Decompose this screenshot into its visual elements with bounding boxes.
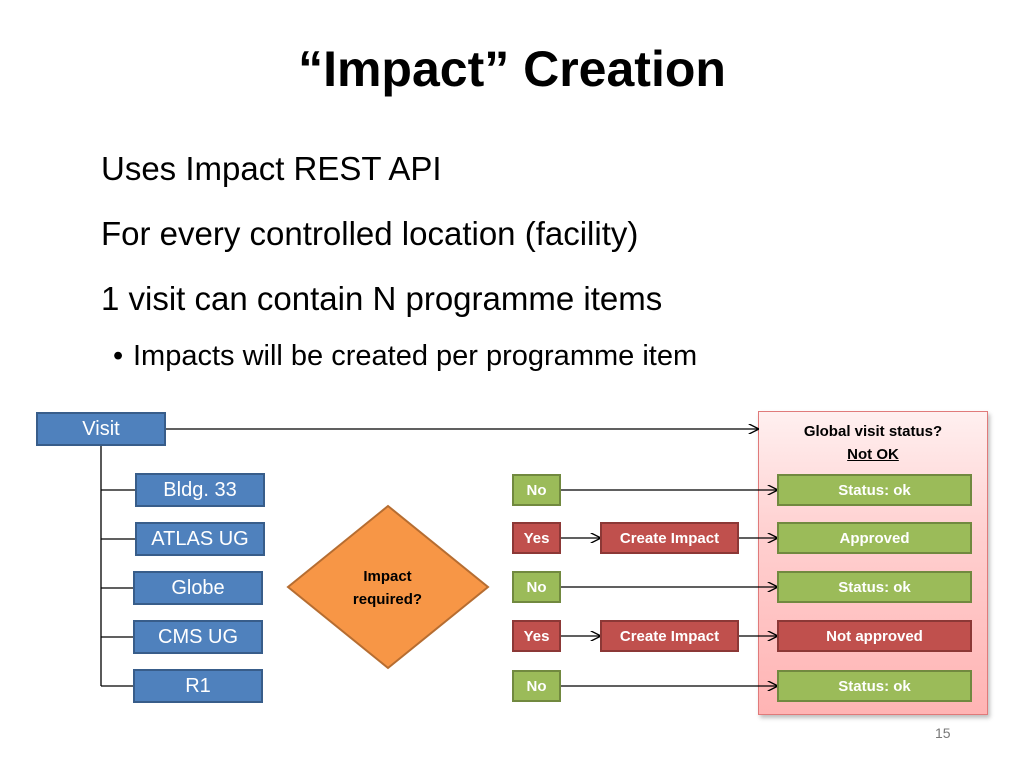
- answer-no-3: No: [512, 670, 561, 702]
- status-panel: [758, 411, 988, 715]
- text-line-2: For every controlled location (facility): [101, 215, 639, 252]
- status-panel-title: Global visit status? Not OK: [758, 420, 988, 466]
- status-ok-3: Status: ok: [777, 670, 972, 702]
- bullet-text: Impacts will be created per programme it…: [133, 340, 698, 372]
- answer-no-2: No: [512, 571, 561, 603]
- status-header-value: Not OK: [847, 446, 899, 463]
- location-node-bldg-33: Bldg. 33: [135, 473, 265, 507]
- location-node-cms-ug: CMS UG: [133, 620, 263, 654]
- visit-node: Visit: [36, 412, 166, 446]
- decision-diamond: [286, 504, 490, 670]
- text-line-1: Uses Impact REST API: [101, 150, 442, 187]
- slide-title: “Impact” Creation: [298, 41, 726, 97]
- answer-yes-1: Yes: [512, 522, 561, 554]
- status-header: Global visit status?: [803, 423, 943, 440]
- text-line-3: 1 visit can contain N programme items: [101, 280, 663, 317]
- bullet-item: • Impacts will be created per programme i…: [113, 340, 697, 373]
- status-ok-1: Status: ok: [777, 474, 972, 506]
- location-node-globe: Globe: [133, 571, 263, 605]
- page-number: 15: [935, 725, 951, 741]
- status-approved: Approved: [777, 522, 972, 554]
- status-ok-2: Status: ok: [777, 571, 972, 603]
- create-impact-2: Create Impact: [600, 620, 739, 652]
- create-impact-1: Create Impact: [600, 522, 739, 554]
- answer-yes-2: Yes: [512, 620, 561, 652]
- location-node-atlas-ug: ATLAS UG: [135, 522, 265, 556]
- decision-label: Impact required?: [352, 568, 423, 608]
- answer-no-1: No: [512, 474, 561, 506]
- location-node-r1: R1: [133, 669, 263, 703]
- status-not-approved: Not approved: [777, 620, 972, 652]
- bullet-dot-icon: •: [113, 340, 124, 372]
